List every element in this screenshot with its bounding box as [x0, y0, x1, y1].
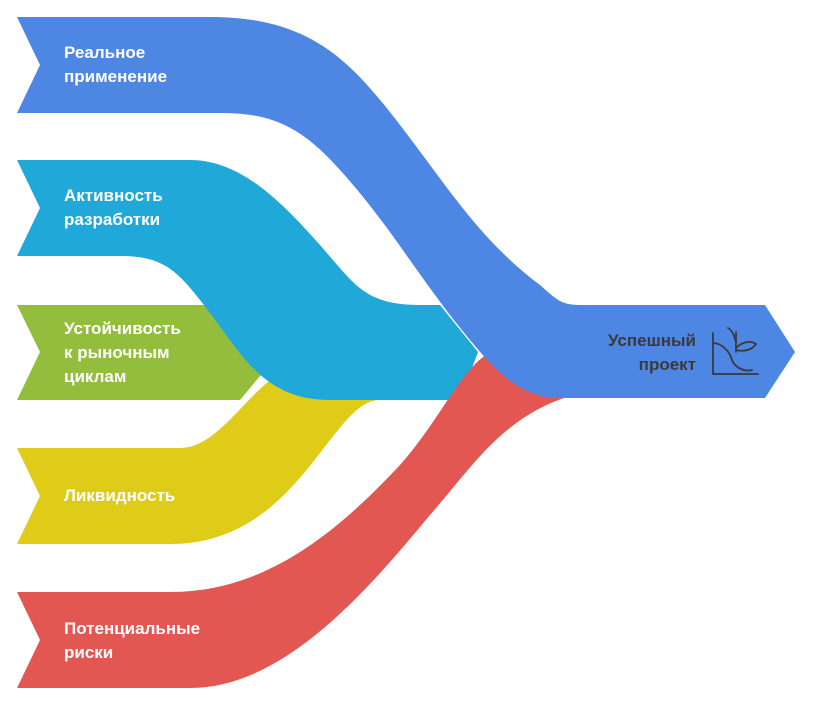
- label-line: риски: [64, 643, 114, 662]
- flow-band-liquidity: [17, 355, 380, 544]
- label-line: разработки: [64, 210, 161, 229]
- input-label-market-resilience: Устойчивость к рыночным циклам: [64, 317, 181, 389]
- input-label-dev-activity: Активность разработки: [64, 184, 163, 232]
- output-label-successful-project: Успешный проект: [608, 329, 696, 377]
- label-line: Устойчивость: [64, 319, 181, 338]
- label-line: к рыночным: [64, 343, 170, 362]
- label-line: Активность: [64, 186, 163, 205]
- label-line: Ликвидность: [64, 486, 176, 505]
- input-label-risks: Потенциальные риски: [64, 617, 200, 665]
- flow-band-real-application: [17, 17, 795, 398]
- flow-band-risks: [17, 352, 564, 688]
- input-label-liquidity: Ликвидность: [64, 484, 175, 508]
- sprout-growth-icon: [712, 327, 759, 375]
- label-line: применение: [64, 67, 168, 86]
- input-label-real-application: Реальное применение: [64, 41, 167, 89]
- label-line: Успешный: [607, 331, 696, 350]
- label-line: Реальное: [64, 43, 146, 62]
- label-line: проект: [638, 355, 696, 374]
- label-line: циклам: [64, 367, 127, 386]
- flow-band-dev-activity: [17, 160, 478, 400]
- flow-band-market-resilience: [17, 305, 280, 400]
- label-line: Потенциальные: [64, 619, 201, 638]
